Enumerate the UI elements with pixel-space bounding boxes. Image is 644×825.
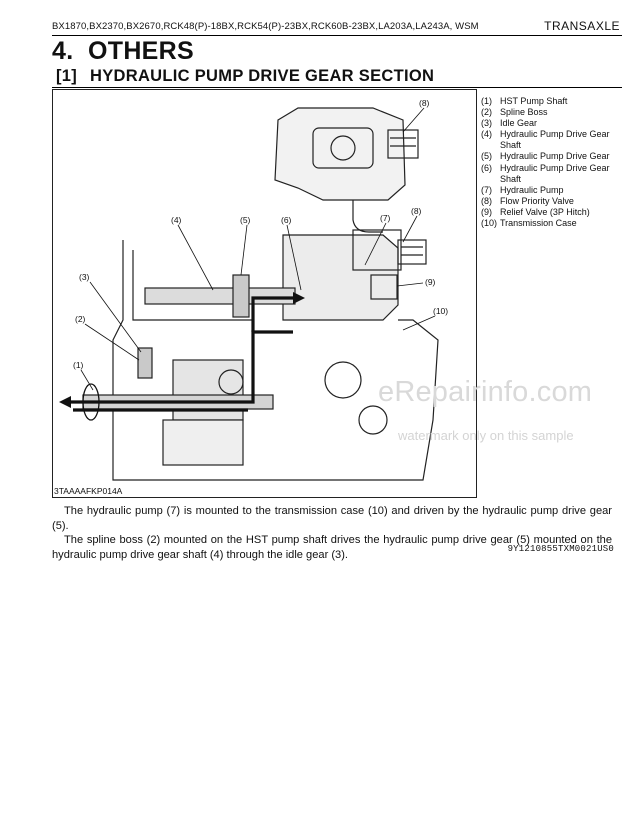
legend-item: (5)Hydraulic Pump Drive Gear bbox=[481, 151, 610, 162]
document-code: 9Y1210855TXM0021US0 bbox=[507, 544, 614, 554]
section-title: OTHERS bbox=[88, 37, 194, 65]
legend-item: (6)Hydraulic Pump Drive Gear Shaft bbox=[481, 162, 610, 184]
drive-gear bbox=[232, 274, 250, 318]
callout-relief-valve: (9) bbox=[425, 277, 436, 287]
section-heading: 4. OTHERS bbox=[52, 37, 194, 66]
legend-item: (7)Hydraulic Pump bbox=[481, 184, 564, 195]
lower-gear-housing bbox=[162, 419, 244, 466]
subsection-title: HYDRAULIC PUMP DRIVE GEAR SECTION bbox=[90, 67, 435, 85]
drive-gear-shaft bbox=[144, 287, 296, 305]
callout-drive-gear-shaft-6: (6) bbox=[281, 215, 292, 225]
header-divider bbox=[52, 35, 622, 36]
idle-gear bbox=[218, 369, 244, 395]
subsection-divider bbox=[52, 87, 622, 88]
power-flow-path bbox=[71, 330, 293, 404]
flow-arrowhead-left bbox=[59, 396, 71, 408]
callout-spline-boss: (2) bbox=[75, 314, 86, 324]
pipe bbox=[352, 200, 383, 233]
power-flow-up bbox=[251, 296, 293, 332]
case-bearing bbox=[358, 405, 388, 435]
case-inner bbox=[132, 250, 283, 321]
header-section-title: TRANSAXLE bbox=[544, 19, 620, 33]
callout-hydraulic-pump: (7) bbox=[380, 213, 391, 223]
legend-item: (2)Spline Boss bbox=[481, 107, 548, 118]
callout-transmission-case: (10) bbox=[433, 306, 448, 316]
upper-pump-body bbox=[274, 107, 406, 201]
callout-hst-pump-shaft: (1) bbox=[73, 360, 84, 370]
callout-idle-gear: (3) bbox=[79, 272, 90, 282]
callout-flow-priority-valve: (8) bbox=[411, 206, 422, 216]
upper-pump-bore bbox=[330, 135, 356, 161]
callout-drive-gear: (5) bbox=[240, 215, 251, 225]
subsection-heading: [1] HYDRAULIC PUMP DRIVE GEAR SECTION bbox=[56, 67, 434, 86]
description-paragraph: The hydraulic pump (7) is mounted to the… bbox=[52, 505, 612, 532]
legend-item: (8)Flow Priority Valve bbox=[481, 195, 574, 206]
spline-boss bbox=[137, 347, 153, 379]
legend-item: (1)HST Pump Shaft bbox=[481, 96, 568, 106]
transaxle-figure: (8) (8) (4) (5) (6) (7) (9) (10) (3) (2)… bbox=[52, 89, 477, 498]
lower-flow-valve bbox=[397, 239, 427, 265]
pump-housing bbox=[352, 229, 402, 271]
flow-arrowhead-right bbox=[293, 292, 305, 304]
description-text: The hydraulic pump (7) is mounted to the… bbox=[52, 504, 612, 562]
header-model-list: BX1870,BX2370,BX2670,RCK48(P)-18BX,RCK54… bbox=[52, 21, 479, 32]
hydraulic-pump-block bbox=[282, 234, 399, 321]
transmission-case bbox=[112, 240, 439, 481]
section-number: 4. bbox=[52, 37, 74, 65]
figure-caption: 3TAAAAFKP014A bbox=[54, 486, 123, 496]
legend-item: (9)Relief Valve (3P Hitch) bbox=[481, 206, 590, 217]
legend-item: (10)Transmission Case bbox=[481, 218, 577, 229]
upper-flow-valve bbox=[387, 129, 419, 159]
legend-item: (4)Hydraulic Pump Drive Gear Shaft bbox=[481, 129, 610, 151]
callout-drive-gear-shaft-4: (4) bbox=[171, 215, 182, 225]
legend-item: (3)Idle Gear bbox=[481, 118, 538, 129]
watermark-subtext: watermark only on this sample bbox=[398, 428, 574, 443]
transaxle-drawing: (8) (8) (4) (5) (6) (7) (9) (10) (3) (2)… bbox=[59, 98, 448, 481]
parts-legend: (1)HST Pump Shaft (2)Spline Boss (3)Idle… bbox=[481, 96, 626, 229]
upper-pump-housing bbox=[312, 127, 374, 169]
description-paragraph: The spline boss (2) mounted on the HST p… bbox=[52, 534, 612, 561]
callout-flow-priority-valve-top: (8) bbox=[419, 98, 430, 108]
shaft-bearing bbox=[324, 361, 362, 399]
watermark-text: eRepairinfo.com bbox=[378, 376, 593, 408]
relief-valve bbox=[370, 274, 398, 300]
subsection-number: [1] bbox=[56, 67, 78, 85]
